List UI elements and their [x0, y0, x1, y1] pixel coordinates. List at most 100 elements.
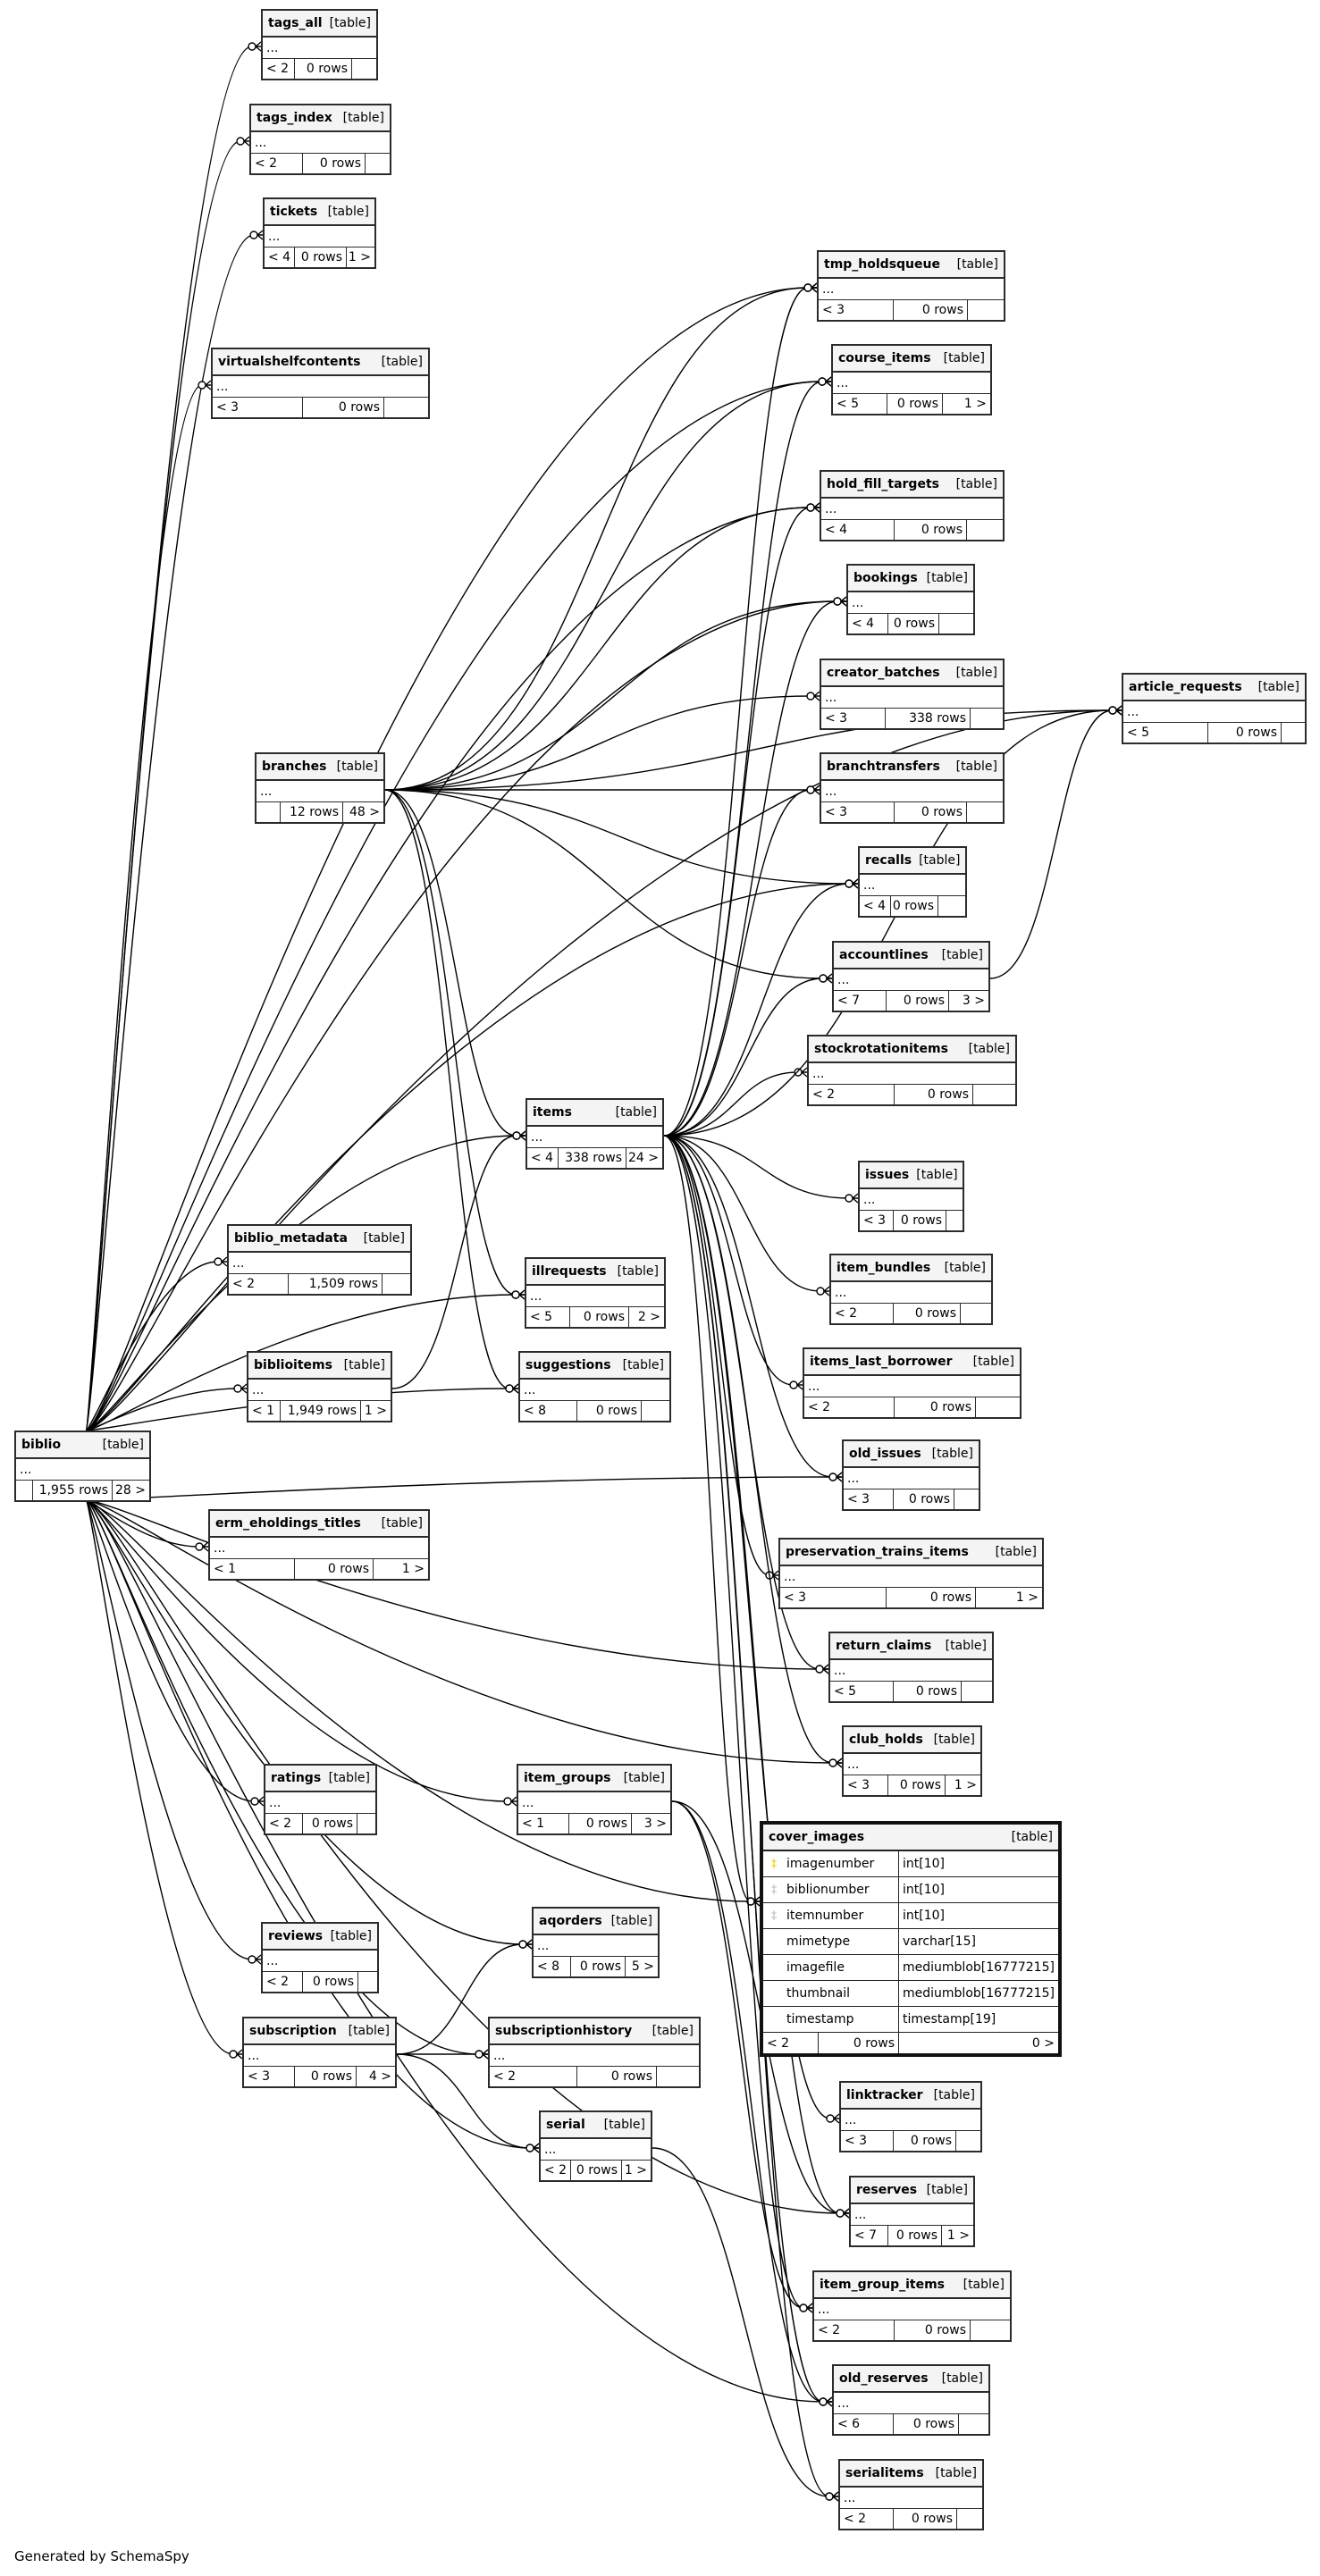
table-name[interactable]: stockrotationitems — [814, 1042, 948, 1056]
columns-collapsed[interactable]: ... — [830, 1660, 992, 1682]
columns-collapsed[interactable]: ... — [541, 2139, 651, 2161]
children-count-link[interactable] — [973, 1085, 1015, 1104]
table-name[interactable]: old_reserves — [839, 2371, 929, 2386]
table-header[interactable]: biblio[table] — [16, 1432, 149, 1459]
columns-collapsed[interactable]: ... — [814, 2299, 1010, 2320]
columns-collapsed[interactable]: ... — [809, 1063, 1015, 1085]
parents-count-link[interactable]: < 2 — [840, 2509, 894, 2529]
children-count-link[interactable]: 3 > — [962, 994, 985, 1008]
columns-collapsed[interactable]: ... — [210, 1538, 428, 1559]
parents-count-link[interactable]: < 4 — [265, 248, 295, 267]
children-count-link[interactable] — [657, 2067, 699, 2086]
parents-count-link[interactable]: < 8 — [534, 1957, 571, 1976]
parents-count-link[interactable]: < 1 — [210, 1559, 295, 1579]
parents-count-link[interactable]: < 6 — [834, 2414, 894, 2434]
columns-collapsed[interactable]: ... — [263, 38, 376, 59]
children-count-link[interactable]: 2 > — [637, 1310, 660, 1324]
parents-count-link[interactable]: < 5 — [1123, 723, 1208, 743]
children-count-link[interactable] — [946, 1211, 963, 1230]
columns-collapsed[interactable]: ... — [844, 1468, 979, 1489]
children-count-link[interactable]: 1 > — [963, 397, 987, 411]
columns-collapsed[interactable]: ... — [844, 1754, 980, 1775]
children-count-link[interactable] — [954, 1489, 979, 1509]
table-header[interactable]: creator_batches[table] — [821, 660, 1003, 687]
table-header[interactable]: branches[table] — [256, 754, 383, 781]
children-count-link[interactable] — [956, 2131, 980, 2151]
parents-count-link[interactable]: < 4 — [848, 614, 888, 634]
children-count-link[interactable] — [357, 1814, 375, 1833]
column-name-cell[interactable]: ‡itemnumber — [763, 1903, 899, 1928]
parents-count-link[interactable]: < 5 — [526, 1307, 570, 1327]
columns-collapsed[interactable]: ... — [834, 969, 988, 991]
columns-collapsed[interactable]: ... — [840, 2488, 982, 2509]
children-count-link[interactable]: 1 > — [624, 2163, 647, 2177]
parents-count-link[interactable]: < 2 — [814, 2320, 895, 2340]
parents-count-link[interactable]: < 3 — [780, 1588, 887, 1607]
table-header[interactable]: serialitems[table] — [840, 2461, 982, 2488]
parents-count-link[interactable]: < 1 — [248, 1401, 281, 1421]
columns-collapsed[interactable]: ... — [229, 1253, 410, 1274]
parents-count-link[interactable] — [16, 1481, 33, 1500]
columns-collapsed[interactable]: ... — [841, 2110, 980, 2131]
columns-collapsed[interactable]: ... — [16, 1459, 149, 1481]
columns-collapsed[interactable]: ... — [819, 279, 1004, 300]
table-name[interactable]: tags_all — [268, 16, 323, 30]
children-count-link[interactable] — [383, 1274, 410, 1294]
table-name[interactable]: recalls — [865, 853, 912, 868]
parents-count-link[interactable]: < 5 — [830, 1682, 894, 1701]
children-count-link[interactable] — [961, 1304, 991, 1323]
children-count-link[interactable]: 48 > — [349, 805, 380, 819]
parents-count-link[interactable]: < 3 — [844, 1489, 894, 1509]
parents-count-link[interactable]: < 2 — [263, 1972, 303, 1992]
parents-count-link[interactable]: < 2 — [490, 2067, 577, 2086]
children-count-link[interactable]: 1 > — [364, 1404, 387, 1418]
children-count-link[interactable]: 1 > — [1015, 1590, 1038, 1605]
table-name[interactable]: serial — [546, 2118, 585, 2132]
column-name-cell[interactable]: timestamp — [763, 2007, 899, 2032]
table-name[interactable]: aqorders — [539, 1914, 602, 1928]
columns-collapsed[interactable]: ... — [244, 2045, 395, 2067]
children-count-link[interactable]: 24 > — [628, 1151, 659, 1165]
children-count-link[interactable]: 1 > — [401, 1562, 425, 1576]
parents-count-link[interactable]: < 7 — [851, 2226, 888, 2245]
children-count-link[interactable] — [366, 154, 390, 173]
columns-collapsed[interactable]: ... — [265, 1792, 375, 1814]
children-count-link[interactable]: 5 > — [631, 1959, 654, 1974]
parents-count-link[interactable]: < 2 — [831, 1304, 894, 1323]
column-name-cell[interactable]: imagefile — [763, 1955, 899, 1980]
parents-count-link[interactable]: < 4 — [821, 520, 895, 540]
columns-collapsed[interactable]: ... — [520, 1380, 669, 1401]
table-header[interactable]: ratings[table] — [265, 1766, 375, 1792]
table-name[interactable]: article_requests — [1129, 680, 1242, 694]
columns-collapsed[interactable]: ... — [265, 226, 374, 248]
children-count-link[interactable] — [962, 1682, 992, 1701]
table-name[interactable]: item_groups — [524, 1771, 611, 1785]
table-header[interactable]: article_requests[table] — [1123, 675, 1305, 701]
columns-collapsed[interactable]: ... — [821, 687, 1003, 709]
table-header[interactable]: old_reserves[table] — [834, 2366, 988, 2393]
table-header[interactable]: accountlines[table] — [834, 943, 988, 969]
columns-collapsed[interactable]: ... — [851, 2204, 973, 2226]
table-name[interactable]: tags_index — [256, 111, 332, 125]
